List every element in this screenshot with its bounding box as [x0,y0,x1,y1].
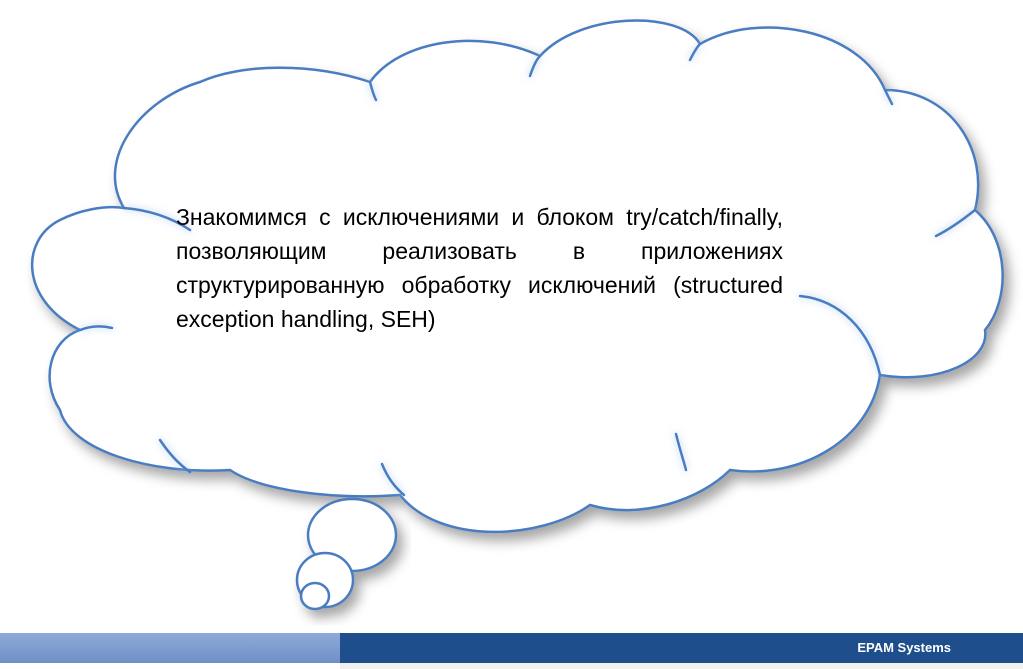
footer-bar: EPAM Systems [0,633,1023,663]
footer-bar-dark: EPAM Systems [340,633,1023,663]
cloud-arc-1 [122,206,192,232]
cloud-arc-3 [528,54,542,78]
cloud-arc-11 [78,325,114,332]
cloud-arc-7 [798,294,882,377]
footer-bar-light [0,633,340,663]
cloud-arc-2 [368,80,378,102]
cloud-body-text: Знакомимся с исключениями и блоком try/c… [176,204,783,332]
footer-brand: EPAM Systems [857,640,951,655]
cloud-arc-5 [883,88,894,106]
cloud-arc-9 [380,462,406,497]
thought-bubble-small [299,581,331,611]
cloud-body [30,19,1004,534]
cloud-arc-4 [688,42,702,62]
cloud-arc-6 [934,208,977,238]
cloud-arc-8 [674,432,688,472]
cloud-arc-10 [158,438,192,474]
footer-underline [340,663,1023,669]
